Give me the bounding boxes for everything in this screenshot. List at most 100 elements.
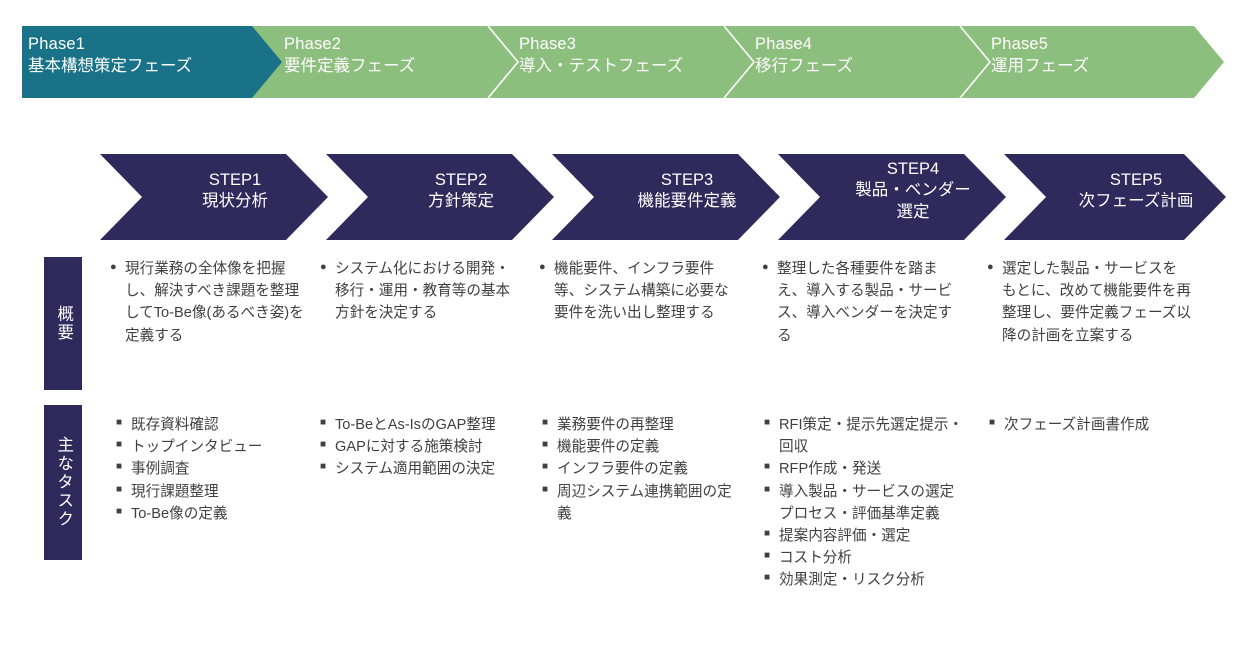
step-chevron-row: STEP1 現状分析 STEP2 方針策定 STEP3 機能要件定義 STEP4… [100,154,1226,240]
task-text: RFI策定・提示先選定提示・回収 [779,417,964,456]
task-text: 現行課題整理 [131,483,219,500]
step-chevron-5-shape [1004,154,1226,240]
phase-banner-shapes [22,26,1224,98]
task-text: 事例調査 [131,461,190,478]
task-text: 提案内容評価・選定 [779,527,911,544]
square-bullet-icon: ■ [542,483,549,495]
task-item: ■ 既存資料確認 [116,414,312,436]
square-bullet-icon: ■ [320,461,327,473]
task-item: ■ To-BeとAs-IsのGAP整理 [320,414,518,436]
task-text: 次フェーズ計画書作成 [1004,417,1150,433]
tasks-cell-2: ■ To-BeとAs-IsのGAP整理 ■ GAPに対する施策検討 ■ システム適用範… [320,414,518,481]
phase-segment-1-shape [22,26,282,98]
tasks-list: ■ To-BeとAs-IsのGAP整理 ■ GAPに対する施策検討 ■ システム適用範… [320,414,518,481]
task-text: RFP作成・発送 [779,461,882,478]
overview-list: ● 整理した各種要件を踏まえ、導入する製品・サービス、導入ベンダーを決定する [762,258,962,347]
phase-separator-2 [487,26,520,98]
tasks-list: ■ 業務要件の再整理 ■ 機能要件の定義 ■ インフラ要件の定義 ■ 周辺システム連携範… [542,414,742,525]
overview-cell-4: ● 整理した各種要件を踏まえ、導入する製品・サービス、導入ベンダーを決定する [762,258,962,347]
task-item: ■ トップインタビュー [116,436,312,458]
phase-banner-background [22,26,1224,98]
tasks-list: ■ 既存資料確認 ■ トップインタビュー ■ 事例調査 ■ 現行課題整理 ■ To-Be像… [116,414,312,525]
square-bullet-icon: ■ [116,461,123,473]
row-header-overview-label: 概要 [54,305,73,342]
task-item: ■ RFP作成・発送 [764,458,964,480]
task-text: 既存資料確認 [131,417,219,433]
task-item: ■ インフラ要件の定義 [542,458,742,480]
square-bullet-icon: ■ [116,505,123,517]
round-bullet-icon: ● [987,261,994,273]
task-text: To-BeとAs-IsのGAP整理 [335,417,496,433]
task-text: 機能要件の定義 [557,439,660,456]
tasks-cell-3: ■ 業務要件の再整理 ■ 機能要件の定義 ■ インフラ要件の定義 ■ 周辺システム連携範… [542,414,742,525]
task-item: ■ 効果測定・リスク分析 [764,569,964,591]
overview-list: ● システム化における開発・移行・運用・教育等の基本方針を決定する [320,258,516,325]
overview-text: 機能要件、インフラ要件等、システム構築に必要な要件を洗い出し整理する [554,261,729,322]
overview-cell-3: ● 機能要件、インフラ要件等、システム構築に必要な要件を洗い出し整理する [539,258,739,325]
task-item: ■ 次フェーズ計画書作成 [989,414,1193,436]
task-item: ■ 導入製品・サービスの選定プロセス・評価基準定義 [764,481,964,525]
task-text: システム適用範囲の決定 [335,461,496,478]
square-bullet-icon: ■ [764,527,771,539]
task-item: ■ GAPに対する施策検討 [320,436,518,458]
square-bullet-icon: ■ [764,550,771,562]
square-bullet-icon: ■ [542,417,549,428]
phase-banner: Phase1 基本構想策定フェーズ Phase2 要件定義フェーズ Phase3… [22,26,1224,98]
overview-cell-1: ● 現行業務の全体像を把握し、解決すべき課題を整理してTo-Be像(あるべき姿)… [110,258,306,347]
square-bullet-icon: ■ [764,461,771,473]
step-chevron-4-shape [778,154,1006,240]
task-item: ■ 周辺システム連携範囲の定義 [542,481,742,525]
task-text: To-Be像の定義 [131,505,228,522]
tasks-cell-5: ■ 次フェーズ計画書作成 [989,414,1193,436]
overview-cell-5: ● 選定した製品・サービスをもとに、改めて機能要件を再整理し、要件定義フェーズ以… [987,258,1191,347]
overview-bullet: ● 選定した製品・サービスをもとに、改めて機能要件を再整理し、要件定義フェーズ以… [987,258,1191,347]
square-bullet-icon: ■ [320,439,327,451]
overview-text: 選定した製品・サービスをもとに、改めて機能要件を再整理し、要件定義フェーズ以降の… [1002,261,1191,344]
overview-list: ● 現行業務の全体像を把握し、解決すべき課題を整理してTo-Be像(あるべき姿)… [110,258,306,347]
square-bullet-icon: ■ [989,417,996,428]
task-item: ■ システム適用範囲の決定 [320,458,518,480]
task-text: 効果測定・リスク分析 [779,572,925,589]
phase-separator-4 [959,26,992,98]
round-bullet-icon: ● [320,261,327,273]
square-bullet-icon: ■ [116,417,123,428]
task-item: ■ 提案内容評価・選定 [764,525,964,547]
task-text: 業務要件の再整理 [557,417,674,433]
overview-list: ● 選定した製品・サービスをもとに、改めて機能要件を再整理し、要件定義フェーズ以… [987,258,1191,347]
square-bullet-icon: ■ [320,417,327,428]
overview-text: 現行業務の全体像を把握し、解決すべき課題を整理してTo-Be像(あるべき姿)を定… [125,261,304,344]
overview-text: 整理した各種要件を踏まえ、導入する製品・サービス、導入ベンダーを決定する [777,261,953,344]
task-text: トップインタビュー [131,439,263,456]
overview-text: システム化における開発・移行・運用・教育等の基本方針を決定する [335,261,511,322]
task-item: ■ RFI策定・提示先選定提示・回収 [764,414,964,458]
task-text: 周辺システム連携範囲の定義 [557,483,732,522]
square-bullet-icon: ■ [116,439,123,451]
row-header-overview: 概要 [44,257,82,390]
task-text: コスト分析 [779,550,852,567]
round-bullet-icon: ● [762,261,769,273]
square-bullet-icon: ■ [764,417,771,428]
square-bullet-icon: ■ [542,461,549,473]
task-text: 導入製品・サービスの選定プロセス・評価基準定義 [779,483,955,522]
task-item: ■ 事例調査 [116,458,312,480]
overview-cell-2: ● システム化における開発・移行・運用・教育等の基本方針を決定する [320,258,516,325]
step-chevron-shapes [100,154,1226,240]
tasks-cell-4: ■ RFI策定・提示先選定提示・回収 ■ RFP作成・発送 ■ 導入製品・サービスの選… [764,414,964,591]
square-bullet-icon: ■ [764,572,771,584]
overview-bullet: ● 現行業務の全体像を把握し、解決すべき課題を整理してTo-Be像(あるべき姿)… [110,258,306,347]
square-bullet-icon: ■ [764,483,771,495]
square-bullet-icon: ■ [116,483,123,495]
task-text: GAPに対する施策検討 [335,439,483,456]
task-item: ■ コスト分析 [764,547,964,569]
round-bullet-icon: ● [110,261,117,273]
overview-bullet: ● 機能要件、インフラ要件等、システム構築に必要な要件を洗い出し整理する [539,258,739,325]
task-text: インフラ要件の定義 [557,461,688,478]
overview-list: ● 機能要件、インフラ要件等、システム構築に必要な要件を洗い出し整理する [539,258,739,325]
overview-bullet: ● システム化における開発・移行・運用・教育等の基本方針を決定する [320,258,516,325]
task-item: ■ 機能要件の定義 [542,436,742,458]
task-item: ■ To-Be像の定義 [116,503,312,525]
task-item: ■ 現行課題整理 [116,481,312,503]
square-bullet-icon: ■ [542,439,549,451]
task-item: ■ 業務要件の再整理 [542,414,742,436]
